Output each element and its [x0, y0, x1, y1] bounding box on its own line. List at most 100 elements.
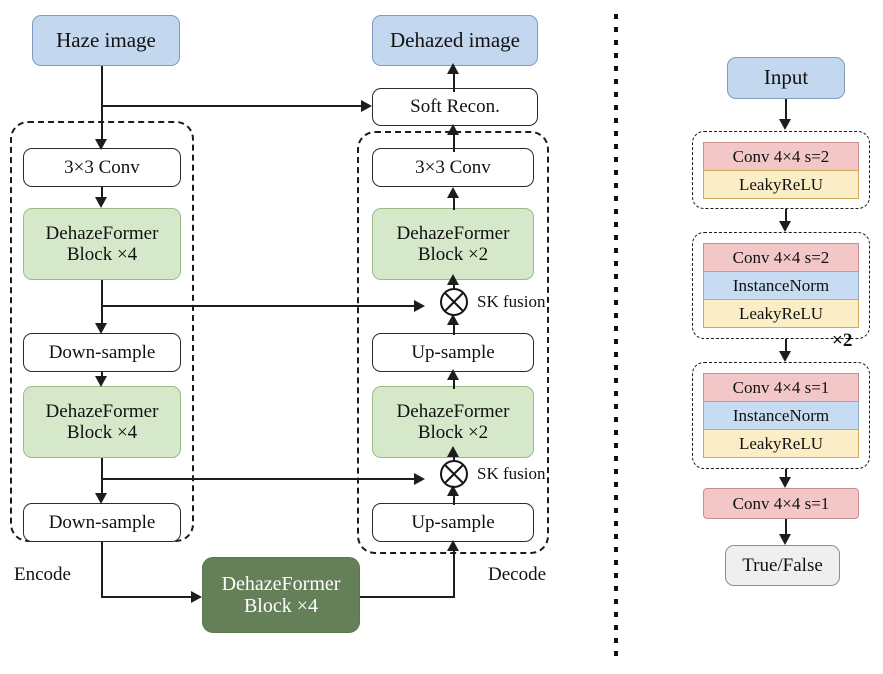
stage2-norm-label: InstanceNorm — [732, 275, 830, 295]
arrowhead-dinput-to-stage1 — [779, 119, 791, 130]
sk-fusion-top-icon — [440, 288, 468, 316]
stage2-repeat-annotation: ×2 — [832, 330, 853, 351]
arrowhead-haze-to-conv — [95, 139, 107, 150]
decoder-conv-out-label: 3×3 Conv — [415, 156, 491, 178]
arrowhead-stage1-to-stage2 — [779, 221, 791, 232]
arrowhead-softrecon-to-output — [447, 63, 459, 74]
encoder-downsample2-label: Down-sample — [48, 511, 156, 533]
arrowhead-decoder-block1-to-conv — [447, 187, 459, 198]
arrowhead-up1-to-skfusion-top — [447, 314, 459, 325]
decoder-conv-out-box: 3×3 Conv — [372, 148, 534, 187]
arrowhead-block2-to-down2 — [95, 493, 107, 504]
encoder-downsample1-box: Down-sample — [23, 333, 181, 372]
edge-finalconv-to-output — [785, 519, 787, 539]
haze-image-label: Haze image — [56, 27, 156, 52]
stage2-activation-box: LeakyReLU — [703, 299, 859, 328]
arrowhead-conv-to-block1 — [95, 197, 107, 208]
haze-image-input-box: Haze image — [32, 15, 180, 66]
encoder-caption: Encode — [14, 564, 71, 585]
edge-down2-to-bottleneck-horz — [101, 596, 191, 598]
edge-stage3-to-finalconv — [785, 469, 787, 482]
decoder-block1-box: DehazeFormer Block ×2 — [372, 208, 534, 280]
encoder-block2-line2: Block ×4 — [66, 422, 138, 443]
encoder-block1-box: DehazeFormer Block ×4 — [23, 208, 181, 280]
stage1-conv-label: Conv 4×4 s=2 — [732, 146, 830, 166]
edge-skip-level1 — [101, 305, 414, 307]
edge-down2-to-bottleneck-vert — [101, 542, 103, 598]
stage1-activation-box: LeakyReLU — [703, 170, 859, 199]
decoder-upsample1-box: Up-sample — [372, 333, 534, 372]
stage2-norm-box: InstanceNorm — [703, 271, 859, 300]
stage1-conv-box: Conv 4×4 s=2 — [703, 142, 859, 171]
decoder-upsample1-label: Up-sample — [411, 341, 495, 363]
encoder-block1-line1: DehazeFormer — [45, 222, 159, 244]
arrowhead-bottleneck-to-up2 — [447, 540, 459, 551]
edge-bottleneck-to-up2-horz — [360, 596, 455, 598]
decoder-block1-line2: Block ×2 — [417, 244, 489, 265]
encoder-block2-box: DehazeFormer Block ×4 — [23, 386, 181, 458]
sk-fusion-bottom-label: SK fusion — [477, 464, 546, 483]
bottleneck-line2: Block ×4 — [243, 595, 319, 617]
encoder-block2-line1: DehazeFormer — [45, 400, 159, 422]
stage3-conv-label: Conv 4×4 s=1 — [732, 377, 830, 397]
stage3-conv-box: Conv 4×4 s=1 — [703, 373, 859, 402]
encoder-block1-line2: Block ×4 — [66, 244, 138, 265]
discriminator-stage3-group — [692, 362, 870, 469]
sk-fusion-top-label: SK fusion — [477, 292, 546, 311]
stage3-activation-label: LeakyReLU — [738, 433, 824, 453]
edge-decoder-block2-to-up1 — [453, 375, 455, 389]
decoder-block2-line1: DehazeFormer — [396, 400, 510, 422]
decoder-upsample2-label: Up-sample — [411, 511, 495, 533]
stage2-conv-label: Conv 4×4 s=2 — [732, 247, 830, 267]
discriminator-final-conv-box: Conv 4×4 s=1 — [703, 488, 859, 519]
arrowhead-skip-level1 — [414, 300, 425, 312]
sk-fusion-bottom-icon — [440, 460, 468, 488]
edge-block1-to-down1 — [101, 280, 103, 327]
arrowhead-skfusion-bottom-to-block2 — [447, 446, 459, 457]
edge-skip-level2 — [101, 478, 414, 480]
edge-softrecon-to-output — [453, 70, 455, 92]
arrowhead-up2-to-skfusion-bottom — [447, 485, 459, 496]
panel-divider — [614, 14, 618, 659]
encoder-downsample2-box: Down-sample — [23, 503, 181, 542]
decoder-block2-line2: Block ×2 — [417, 422, 489, 443]
arrowhead-decoder-block2-to-up1 — [447, 369, 459, 380]
stage3-norm-box: InstanceNorm — [703, 401, 859, 430]
arrowhead-stage3-to-finalconv — [779, 477, 791, 488]
discriminator-output-label: True/False — [742, 554, 823, 576]
edge-up1-to-skfusion-top — [453, 320, 455, 335]
edge-stage1-to-stage2 — [785, 209, 787, 227]
edge-stage2-to-stage3 — [785, 339, 787, 357]
edge-conv-to-softrecon — [453, 128, 455, 152]
dehazed-image-label: Dehazed image — [389, 27, 520, 52]
stage3-norm-label: InstanceNorm — [732, 405, 830, 425]
discriminator-input-box: Input — [727, 57, 845, 99]
edge-dinput-to-stage1 — [785, 99, 787, 123]
soft-recon-box: Soft Recon. — [372, 88, 538, 126]
arrowhead-down1-to-block2 — [95, 376, 107, 387]
arrowhead-stage2-to-stage3 — [779, 351, 791, 362]
stage3-activation-box: LeakyReLU — [703, 429, 859, 458]
dehazed-image-output-box: Dehazed image — [372, 15, 538, 66]
arrowhead-down2-to-bottleneck — [191, 591, 202, 603]
arrowhead-finalconv-to-output — [779, 534, 791, 545]
arrowhead-skip-level2 — [414, 473, 425, 485]
bottleneck-block-box: DehazeFormer Block ×4 — [202, 557, 360, 633]
edge-bottleneck-to-up2-vert — [453, 548, 455, 596]
discriminator-stage2-group — [692, 232, 870, 339]
arrowhead-skip-to-softrecon — [361, 100, 372, 112]
arrowhead-conv-to-softrecon — [447, 124, 459, 135]
edge-conv-to-block1 — [101, 187, 103, 201]
bottleneck-line1: DehazeFormer — [221, 572, 341, 595]
decoder-block1-line1: DehazeFormer — [396, 222, 510, 244]
arrowhead-block1-to-down1 — [95, 323, 107, 334]
edge-decoder-block1-to-conv — [453, 192, 455, 210]
stage2-activation-label: LeakyReLU — [738, 303, 824, 323]
decoder-upsample2-box: Up-sample — [372, 503, 534, 542]
discriminator-input-label: Input — [763, 65, 809, 90]
edge-up2-to-skfusion-bottom — [453, 491, 455, 505]
discriminator-output-box: True/False — [725, 545, 840, 586]
stage2-conv-box: Conv 4×4 s=2 — [703, 243, 859, 272]
edge-skip-input-to-softrecon — [101, 105, 361, 107]
